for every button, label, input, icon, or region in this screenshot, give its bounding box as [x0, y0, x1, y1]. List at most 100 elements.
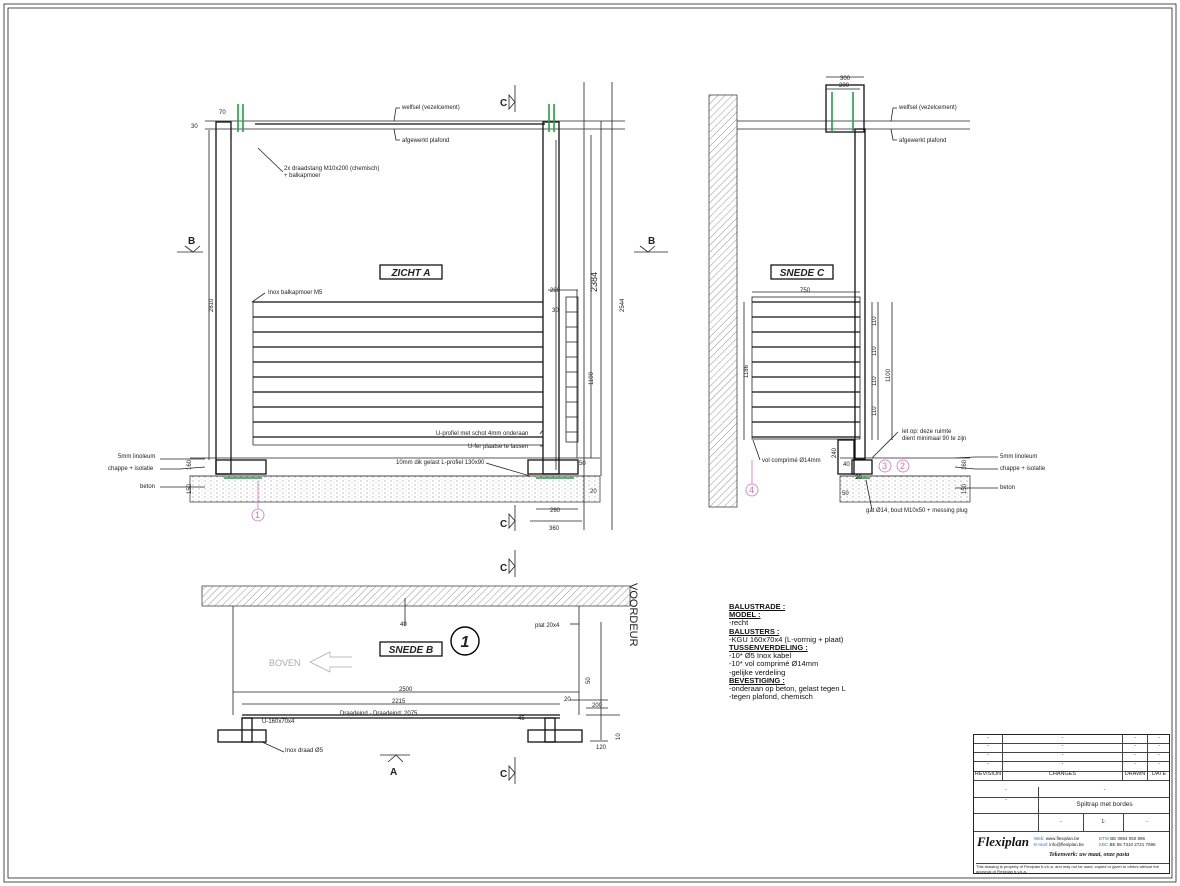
detail-number: 1 [461, 634, 470, 651]
notes-bevestiging-heading: BEVESTIGING : [729, 675, 785, 685]
label-beton-left: beton [140, 484, 155, 490]
floor-layers-left [160, 458, 206, 488]
sheet-border-inner [7, 7, 1173, 879]
label-inox-draad: Inox draad Ø5 [285, 748, 324, 754]
dim-1100-c: 1100 [886, 368, 892, 382]
tb-head-drawn: DRAWN [1123, 771, 1148, 780]
label-voordeur: VOORDEUR [627, 583, 639, 647]
dim-110-c4: 110 [872, 406, 878, 416]
tb-email: info@flexiplan.be [1049, 842, 1084, 847]
label-inox-balkapmoer: Inox balkapmoer M5 [268, 290, 323, 296]
dim-280: 280 [550, 288, 561, 294]
tb-head-date: DATE [1151, 771, 1167, 777]
callout-1: 1 [255, 510, 260, 520]
dim-360: 360 [549, 526, 560, 532]
dim-260: 260 [550, 508, 561, 514]
tb-logo-cell [974, 813, 1039, 831]
notes-bevestiging-1: -onderaan op beton, gelast tegen L [729, 684, 846, 694]
dim-50-a: 50 [579, 461, 586, 467]
label-welfsel-c: welfsel (vezelcement) [898, 105, 957, 111]
dim-300: 300 [840, 76, 851, 82]
tb-rev-2: - [974, 743, 1003, 752]
tb-head-changes: CHANGES [1003, 771, 1123, 780]
section-mark-b-left [177, 245, 203, 253]
dim-20-b: 20 [564, 697, 571, 703]
section-mark-c-mid2 [508, 550, 516, 577]
tb-drw-1: - [1123, 735, 1148, 743]
section-mark-b-right [634, 245, 668, 253]
label-linoleum-left: 5mm linoleum [118, 454, 155, 460]
cables-zicht-a [252, 301, 543, 446]
view-snede-b [201, 585, 631, 763]
notes-tussenverdeling-2: -10* vol comprimé Ø14mm [729, 659, 819, 669]
brand-logo: Flexiplan [977, 834, 1030, 849]
section-c-top-label: C [500, 98, 507, 109]
tb-contact: Web: www.flexiplan.be E-mail: info@flexi… [1034, 836, 1084, 848]
label-linoleum-right: 5mm linoleum [1000, 454, 1037, 460]
dim-150-a: 150 [187, 483, 193, 494]
section-c-mid1-label: C [500, 519, 507, 530]
tb-chg-4: - [1003, 761, 1123, 771]
notes-model-value: -recht [729, 618, 749, 628]
section-c-mid2-label: C [500, 563, 507, 574]
tb-field-d: - [1039, 813, 1084, 831]
dim-200-b: 200 [592, 703, 603, 709]
tb-chg-2: - [1003, 743, 1123, 752]
notes-balusters-heading: BALUSTERS : [729, 626, 780, 636]
tb-dat-2: - [1158, 743, 1160, 749]
dim-750: 750 [800, 288, 811, 294]
tb-drw-4: - [1123, 761, 1148, 771]
label-draadeind: Draadeind - Draadeind: 2075 [340, 711, 418, 717]
label-chappe-right: chappe + isolatie [1000, 466, 1046, 472]
tb-rev-1: - [974, 735, 1003, 743]
dim-110-c1: 110 [872, 316, 878, 326]
label-welfsel-a: welfsel (vezelcement) [401, 105, 460, 111]
dim-2500: 2500 [399, 687, 413, 693]
tb-dat-3: - [1158, 752, 1160, 758]
tb-chg-1: - [1003, 735, 1123, 743]
dim-2544: 2544 [620, 298, 626, 312]
tb-web: www.flexiplan.be [1045, 836, 1080, 841]
label-chappe-left: chappe + isolatie [108, 466, 154, 472]
notes-tussenverdeling-3: -gelijke verdeling [729, 667, 786, 677]
title-block: - - - - - - - - - - - - - - - - REVISION… [973, 734, 1170, 874]
callout-4: 4 [749, 485, 754, 495]
dim-20-c: 20 [855, 475, 862, 481]
section-c-bottom-label: C [500, 769, 507, 780]
dim-2215: 2215 [392, 699, 406, 705]
label-gat: gat Ø14, bout M10x50 + messing plug [866, 508, 968, 514]
tb-field-e: - [1146, 819, 1148, 825]
notes-balustrade: BALUSTRADE : [729, 602, 786, 611]
view-zicht-a [189, 82, 625, 530]
dim-110-c2: 110 [872, 346, 878, 356]
tb-btw-label: BTW [1099, 836, 1109, 841]
floor-layers-right [954, 456, 998, 489]
title-zicht-a: ZICHT A [390, 268, 430, 279]
label-gelast-l: 10mm dik gelast L-profiel 130x90 [396, 460, 485, 466]
dim-10-b: 10 [616, 733, 622, 740]
label-vol-comprime: vol comprimé Ø14mm [762, 458, 821, 464]
tb-field-a: - [974, 787, 1039, 797]
dim-30b: 30 [552, 308, 559, 314]
tb-chg-3: - [1003, 752, 1123, 761]
dim-350-b: 50 [586, 677, 592, 684]
dim-2810: 2810 [209, 298, 215, 312]
tb-dat-4: - [1158, 761, 1160, 767]
tb-drw-3: - [1123, 752, 1148, 761]
dim-20-a: 20 [590, 489, 597, 495]
dim-1100-a: 1100 [589, 371, 595, 385]
tb-field-c: - [974, 797, 1039, 813]
dim-200: 200 [839, 83, 850, 89]
notes-balusters-value: -KGU 160x70x4 (L-vormig + plaat) [729, 634, 844, 644]
label-let-op-2: dient minimaal 90 te zijn [902, 436, 966, 442]
label-plafond-a: afgewerkt plafond [402, 138, 449, 144]
view-snede-c [708, 76, 971, 511]
tb-rev-4: - [974, 761, 1003, 771]
label-balkapmoer: + balkapmoer [284, 173, 321, 179]
tb-slogan: Tekenwerk: uw maat, onze pasta [1049, 852, 1130, 858]
section-mark-c-bottom [508, 757, 516, 784]
dim-70: 70 [219, 110, 226, 116]
callout-3: 3 [882, 461, 887, 471]
tb-head-revision: REVISION [974, 771, 1003, 780]
